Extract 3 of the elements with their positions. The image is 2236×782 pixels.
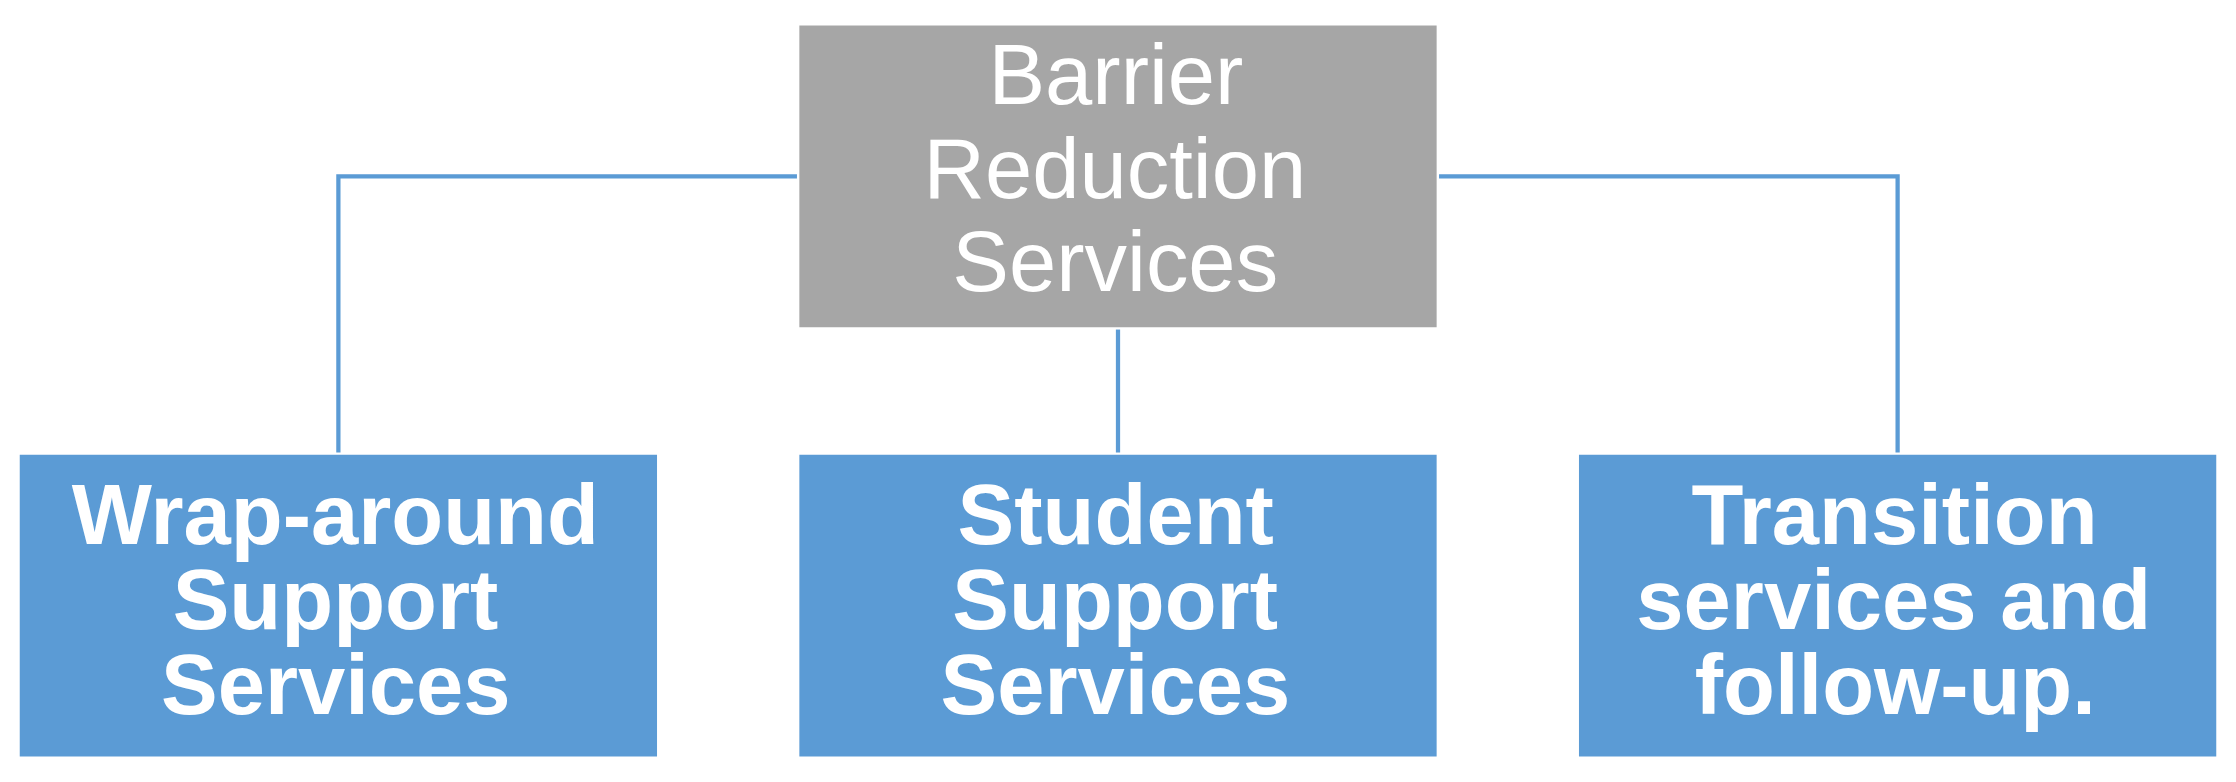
connector (336, 174, 797, 453)
connector (1439, 174, 1900, 453)
connector (1115, 329, 1121, 453)
